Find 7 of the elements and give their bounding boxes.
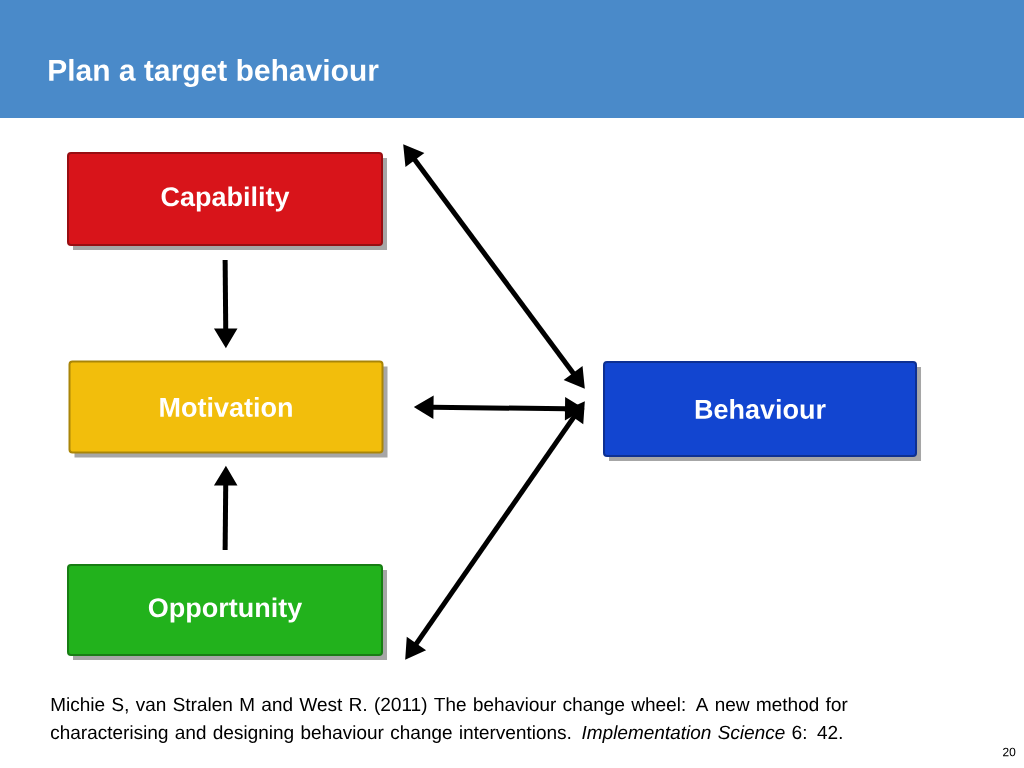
process-box: Motivation	[68, 360, 388, 458]
citation: Michie S, van Stralen M and West R. (2011) The behaviour change wheel: A new method for characterising and designing behaviour change interventions. Implementation Science 6: 42.	[51, 697, 848, 743]
page-number: 20	[1003, 747, 1016, 757]
process-box: Behaviour	[603, 361, 921, 461]
title: Plan a target behaviour	[49, 58, 379, 88]
process-box: Opportunity	[67, 564, 387, 660]
process-box: Capability	[67, 152, 387, 250]
